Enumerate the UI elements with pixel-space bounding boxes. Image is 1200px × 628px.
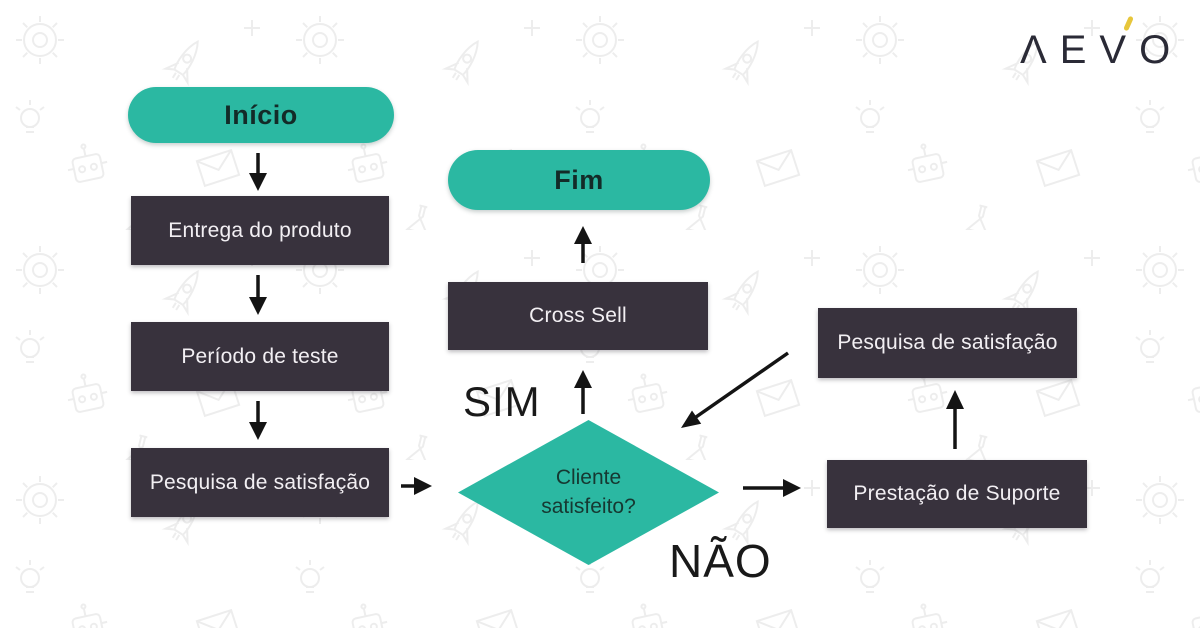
node-fim-label: Fim: [554, 164, 604, 195]
node-prestacao-de-suporte: Prestação de Suporte: [827, 460, 1087, 528]
logo-letter-a: Λ: [1020, 27, 1060, 72]
logo-letter-v: V: [1099, 15, 1140, 73]
logo-letter-v-glyph: V: [1099, 27, 1140, 72]
node-entrega-label: Entrega do produto: [168, 218, 352, 242]
node-periodo-de-teste: Período de teste: [131, 322, 389, 391]
node-pesquisa-right-label: Pesquisa de satisfação: [837, 331, 1058, 354]
node-entrega-do-produto: Entrega do produto: [131, 196, 389, 265]
node-suporte-label: Prestação de Suporte: [853, 482, 1061, 505]
node-inicio: Início: [128, 87, 394, 143]
node-cross-sell: Cross Sell: [448, 282, 708, 350]
node-fim: Fim: [448, 150, 710, 210]
node-pesquisa-left-label: Pesquisa de satisfação: [149, 470, 371, 494]
node-inicio-label: Início: [224, 99, 298, 130]
node-periodo-label: Período de teste: [181, 344, 339, 368]
logo-letter-e: E: [1059, 27, 1100, 72]
node-cross-sell-label: Cross Sell: [529, 304, 627, 327]
branch-label-nao: NÃO: [669, 535, 772, 587]
node-pesquisa-satisfacao-left: Pesquisa de satisfação: [131, 448, 389, 517]
aevo-logo: Λ E V O: [1020, 15, 1184, 74]
branch-label-sim: SIM: [463, 378, 541, 425]
node-decisao-label: Cliente satisfeito?: [541, 466, 636, 518]
node-pesquisa-satisfacao-right: Pesquisa de satisfação: [818, 308, 1077, 378]
logo-letter-o: O: [1139, 27, 1184, 72]
